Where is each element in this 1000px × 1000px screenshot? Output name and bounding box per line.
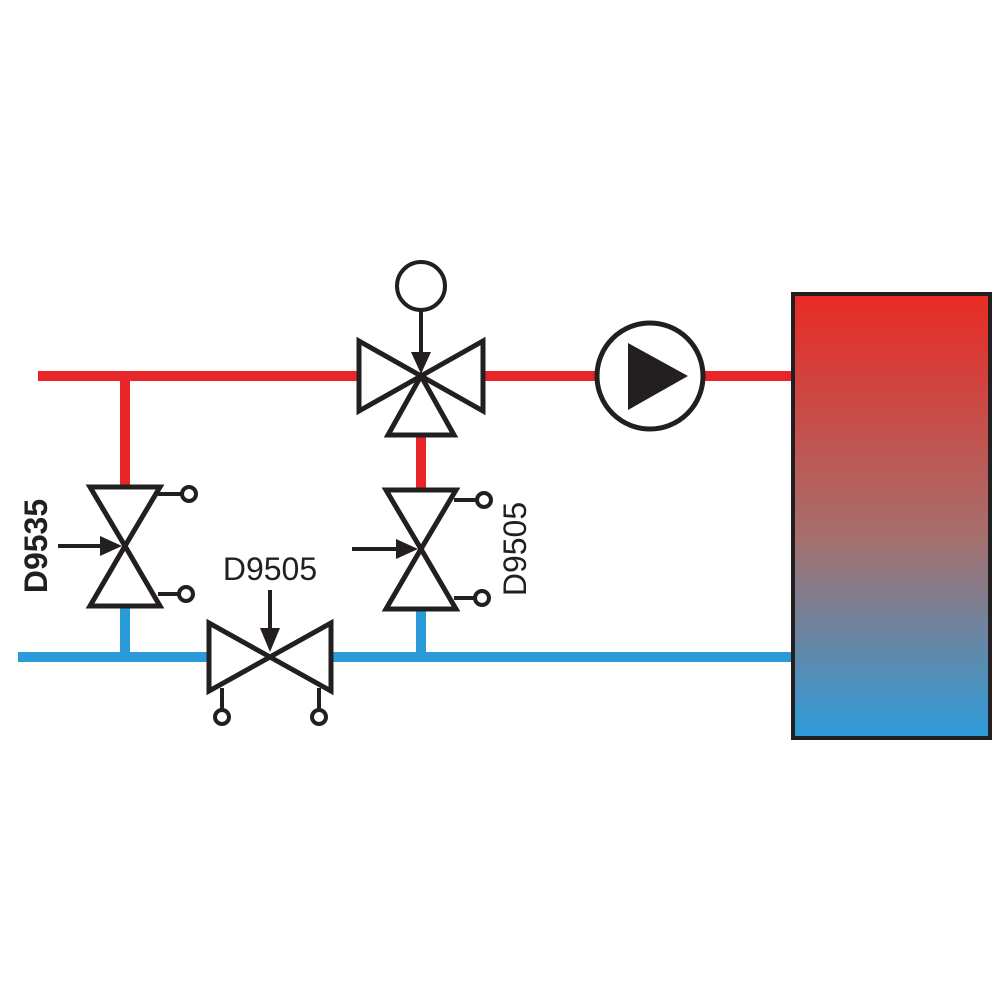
return-pipes [18, 606, 794, 662]
valve-right-icon [352, 487, 493, 612]
valve-left-label: D9535 [18, 499, 54, 593]
valve-bottom-label: D9505 [223, 551, 317, 587]
valve-bottom-icon [206, 590, 334, 726]
valve-right-label: D9505 [497, 502, 533, 596]
valve-left-icon [58, 484, 198, 609]
valve-actuator-icon [395, 260, 447, 374]
pump-icon [594, 320, 706, 432]
three-way-valve-icon [356, 336, 486, 438]
storage-tank [791, 292, 992, 740]
